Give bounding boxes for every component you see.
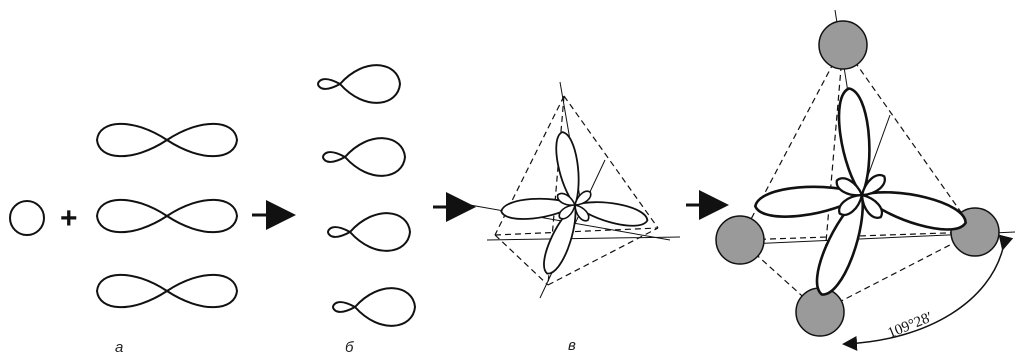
p-orbitals [96,122,238,309]
molecule-tetrahedron: 109°28′ [715,9,1015,351]
plus-sign: + [60,202,78,235]
label-v: в [568,337,576,354]
angle-arc [842,234,1014,351]
label-a: а [115,339,123,356]
sp3-tetrahedron [469,81,681,299]
bond-angle-label: 109°28′ [886,309,935,341]
label-b: б [345,339,354,356]
s-orbital [9,200,45,236]
hybrid-orbitals [317,64,416,327]
